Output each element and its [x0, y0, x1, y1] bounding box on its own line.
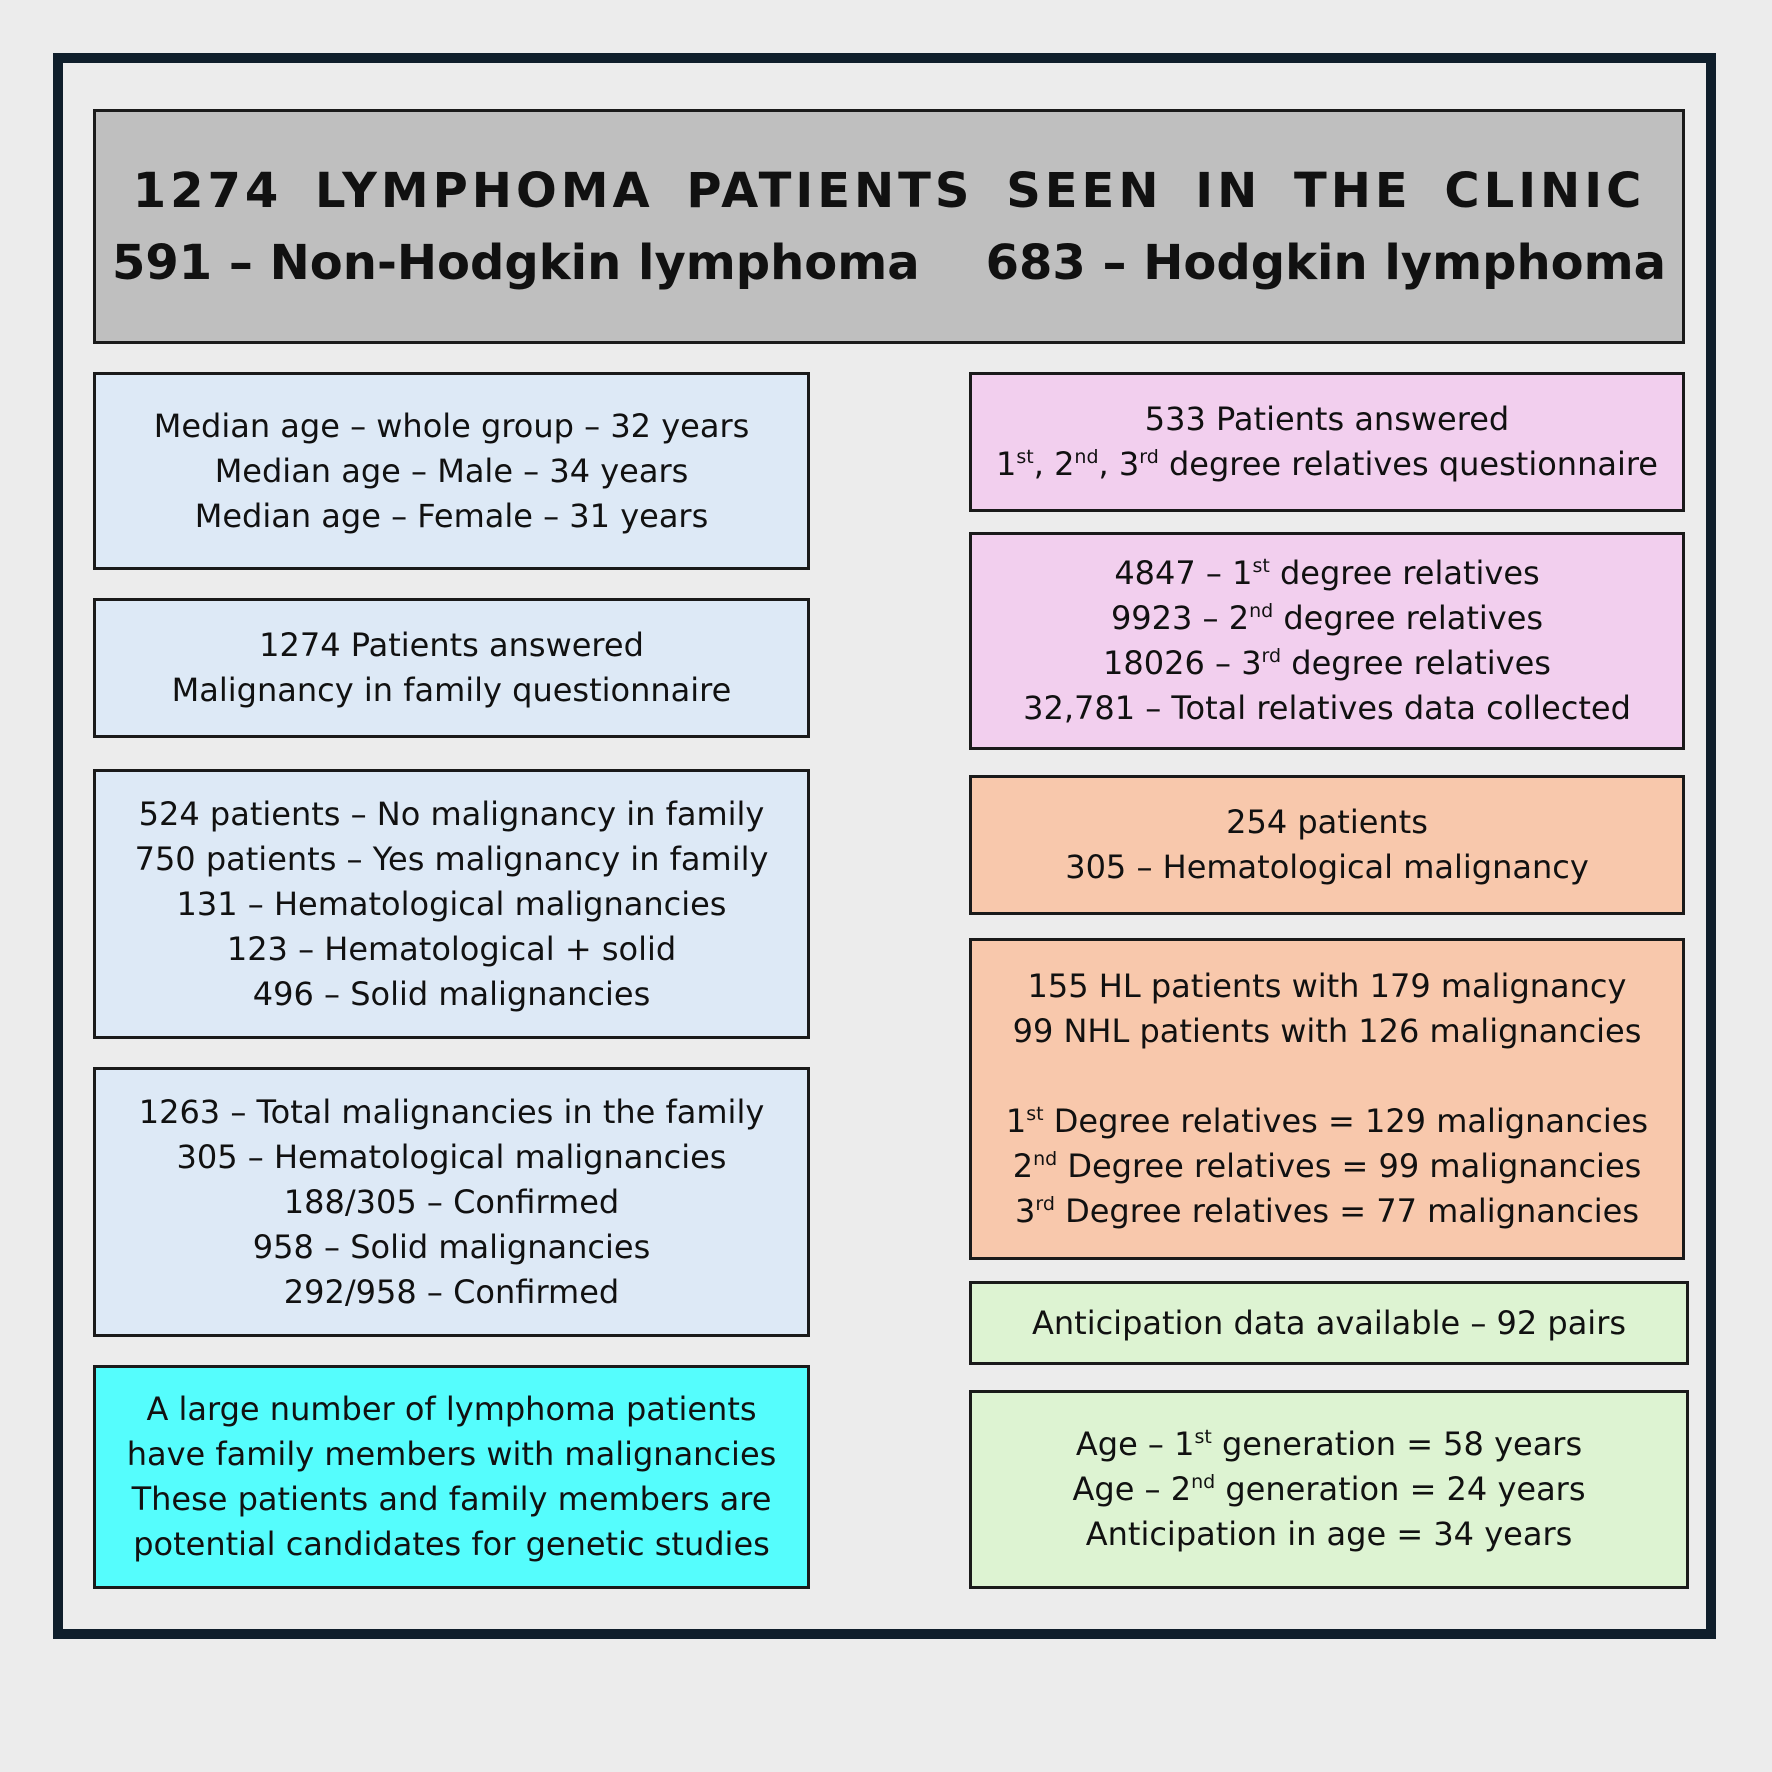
- median-age-box: Median age – whole group – 32 years Medi…: [93, 372, 810, 570]
- third-degree-relatives: 18026 – 3rd degree relatives: [1103, 644, 1551, 682]
- degree-list: 1st, 2nd, 3rd degree relatives questionn…: [996, 445, 1658, 483]
- hem-solid: 123 – Hematological + solid: [226, 929, 677, 968]
- answered-line-2: Malignancy in family questionnaire: [171, 671, 732, 709]
- header-title: 1274 LYMPHOMA PATIENTS SEEN IN THE CLINI…: [132, 162, 1646, 219]
- solid-confirmed: 292/958 – Confirmed: [283, 1272, 620, 1311]
- malignancy-totals-box: 1263 – Total malignancies in the family …: [93, 1067, 810, 1337]
- header-subtitle-row: 591 – Non-Hodgkin lymphoma 683 – Hodgkin…: [96, 235, 1682, 291]
- second-degree-malignancies: 2nd Degree relatives = 99 malignancies: [1012, 1147, 1642, 1185]
- conclusion-line-3: These patients and family members are: [131, 1480, 772, 1518]
- header-panel: 1274 LYMPHOMA PATIENTS SEEN IN THE CLINI…: [93, 109, 1685, 344]
- hem-confirmed: 188/305 – Confirmed: [283, 1182, 620, 1221]
- hem-malignancy-count: 305 – Hematological malignancy: [1065, 848, 1589, 886]
- conclusion-line-4: potential candidates for genetic studies: [133, 1525, 770, 1563]
- third-degree-malignancies: 3rd Degree relatives = 77 malignancies: [1014, 1192, 1640, 1230]
- family-status-box: 524 patients – No malignancy in family 7…: [93, 769, 810, 1039]
- hl-count: 683 – Hodgkin lymphoma: [985, 234, 1666, 291]
- solid-malignancies: 496 – Solid malignancies: [252, 974, 651, 1013]
- median-age-male: Median age – Male – 34 years: [214, 451, 689, 490]
- no-malignancy: 524 patients – No malignancy in family: [138, 794, 765, 833]
- hem-malignancies: 131 – Hematological malignancies: [176, 884, 727, 923]
- hl-patients: 155 HL patients with 179 malignancy: [1027, 967, 1627, 1005]
- total-solid: 958 – Solid malignancies: [252, 1227, 651, 1266]
- total-relatives: 32,781 – Total relatives data collected: [1023, 689, 1631, 727]
- anticipation-in-age: Anticipation in age = 34 years: [1085, 1515, 1573, 1553]
- first-generation-age: Age – 1st generation = 58 years: [1075, 1425, 1583, 1463]
- first-degree-malignancies: 1st Degree relatives = 129 malignancies: [1005, 1102, 1649, 1140]
- conclusion-box: A large number of lymphoma patients have…: [93, 1365, 810, 1589]
- hem-patients-count: 254 patients: [1226, 803, 1428, 841]
- median-age-whole: Median age – whole group – 32 years: [153, 406, 750, 445]
- median-age-female: Median age – Female – 31 years: [194, 496, 709, 535]
- total-malignancies: 1263 – Total malignancies in the family: [138, 1092, 765, 1131]
- anticipation-pairs: Anticipation data available – 92 pairs: [1031, 1303, 1627, 1342]
- nhl-count: 591 – Non-Hodgkin lymphoma: [112, 234, 920, 291]
- total-hem: 305 – Hematological malignancies: [176, 1137, 727, 1176]
- second-degree-relatives: 9923 – 2nd degree relatives: [1110, 599, 1544, 637]
- generation-age-box: Age – 1st generation = 58 years Age – 2n…: [969, 1390, 1689, 1589]
- degree-answered: 533 Patients answered: [1144, 400, 1510, 438]
- yes-malignancy: 750 patients – Yes malignancy in family: [134, 839, 769, 878]
- first-degree-relatives: 4847 – 1st degree relatives: [1114, 554, 1540, 592]
- hem-patients-box: 254 patients 305 – Hematological maligna…: [969, 775, 1685, 915]
- degree-questionnaire-box: 533 Patients answered 1st, 2nd, 3rd degr…: [969, 372, 1685, 512]
- hl-nhl-breakdown-box: 155 HL patients with 179 malignancy 99 N…: [969, 938, 1685, 1260]
- nhl-patients: 99 NHL patients with 126 malignancies: [1012, 1012, 1642, 1050]
- second-generation-age: Age – 2nd generation = 24 years: [1072, 1470, 1586, 1508]
- conclusion-line-2: have family members with malignancies: [126, 1435, 777, 1473]
- questionnaire-answered-box: 1274 Patients answered Malignancy in fam…: [93, 598, 810, 738]
- anticipation-box: Anticipation data available – 92 pairs: [969, 1281, 1689, 1365]
- relatives-count-box: 4847 – 1st degree relatives 9923 – 2nd d…: [969, 532, 1685, 750]
- conclusion-line-1: A large number of lymphoma patients: [146, 1390, 757, 1428]
- answered-line-1: 1274 Patients answered: [259, 626, 644, 664]
